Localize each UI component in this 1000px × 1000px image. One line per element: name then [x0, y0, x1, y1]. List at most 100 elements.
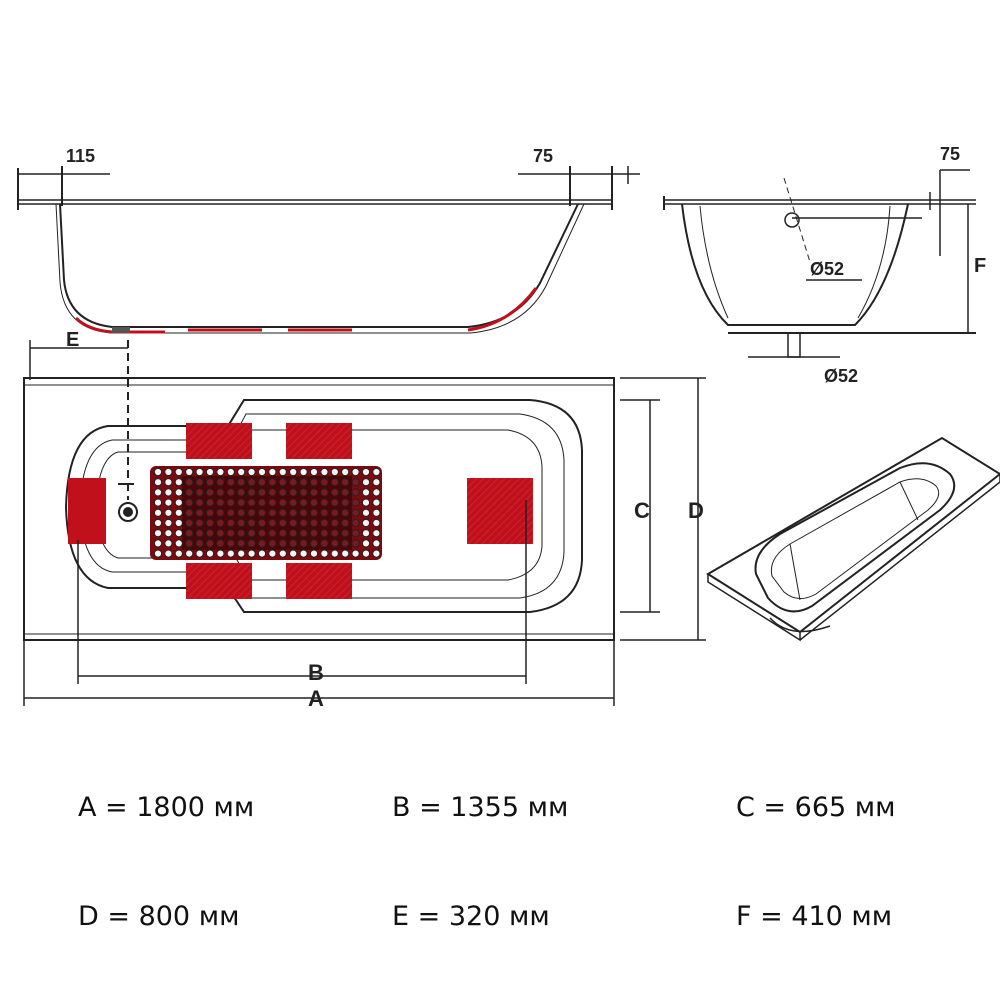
iso-side	[707, 474, 1000, 642]
mat-dot	[174, 498, 183, 507]
mat-dot	[174, 518, 183, 528]
mat-dot	[174, 467, 183, 477]
mat-dot	[351, 467, 360, 477]
mat-dot	[268, 498, 277, 507]
mat-dot	[226, 488, 235, 497]
dim-label-b: B	[308, 660, 324, 685]
dim-label-a: A	[308, 686, 324, 711]
mat-dot	[268, 467, 277, 477]
mat-dot	[320, 539, 329, 548]
mat-dot	[330, 549, 339, 558]
mat-dot	[185, 518, 194, 528]
mat-dot	[289, 478, 298, 487]
dim-label-115: 115	[66, 146, 95, 166]
mat-dot	[226, 539, 235, 548]
dim-label-drain: Ø52	[824, 366, 858, 386]
mat-dot	[153, 549, 163, 558]
mat-dot	[309, 488, 319, 497]
mat-dot	[205, 478, 215, 487]
mat-dot	[330, 539, 339, 548]
bathtub-technical-drawing: 115 75 E 75 Ø52 Ø52 F	[17, 144, 1000, 711]
dim-e	[29, 340, 129, 500]
mat-dot	[351, 488, 360, 497]
mat-dot	[320, 529, 329, 538]
mat-dot	[153, 498, 163, 507]
mat-dot	[278, 488, 287, 497]
mat-dot	[309, 539, 319, 548]
mat-dot	[237, 498, 246, 507]
mat-dot	[216, 478, 225, 487]
iso-rim	[706, 436, 1000, 634]
mat-dot	[205, 498, 215, 507]
mat-dot	[247, 529, 256, 538]
mat-dot	[257, 478, 267, 487]
overflow-circle	[784, 212, 800, 228]
iso-basin	[754, 462, 956, 613]
side-bottom-pad	[467, 287, 538, 332]
mat-dot	[237, 529, 246, 538]
mat-dot	[216, 488, 225, 497]
support-pad	[68, 478, 106, 544]
mat-dot	[320, 498, 329, 507]
drain-pipe	[787, 332, 801, 358]
mat-dot	[257, 467, 267, 477]
mat-dot	[216, 549, 225, 558]
mat-dot	[309, 508, 319, 517]
mat-dot	[257, 508, 267, 517]
mat-dot	[257, 488, 267, 497]
spec-f: F = 410 мм	[736, 901, 893, 932]
top-outer-rim	[23, 377, 615, 641]
mat-dot	[185, 488, 194, 497]
spec-d: D = 800 мм	[78, 901, 240, 932]
mat-dot	[309, 498, 319, 507]
mat-dot	[216, 467, 225, 477]
mat-dot	[341, 498, 350, 507]
mat-dot	[289, 529, 298, 538]
spec-a: A = 1800 мм	[78, 792, 255, 823]
mat-dot	[195, 488, 204, 497]
top-basin-outer	[64, 399, 583, 613]
mat-dot	[341, 539, 350, 548]
mat-dot	[185, 539, 194, 548]
mat-dot	[330, 478, 339, 487]
mat-dot	[153, 508, 163, 517]
mat-dot	[153, 467, 163, 477]
mat-dot	[205, 518, 215, 528]
mat-dot	[361, 488, 371, 497]
mat-dot	[185, 529, 194, 538]
mat-dot	[361, 478, 371, 487]
mat-dot	[289, 488, 298, 497]
dim-label-c: C	[634, 498, 650, 523]
mat-dot	[361, 529, 371, 538]
mat-dot	[205, 549, 215, 558]
mat-dot	[174, 529, 183, 538]
mat-dot	[320, 508, 329, 517]
mat-dot	[341, 488, 350, 497]
mat-dot	[268, 518, 277, 528]
mat-dot	[268, 549, 277, 558]
spec-c: C = 665 мм	[736, 792, 896, 823]
mat-dot	[351, 508, 360, 517]
mat-dot	[226, 549, 235, 558]
mat-dot	[361, 498, 371, 507]
dim-label-f: F	[974, 255, 986, 277]
mat-dot	[309, 518, 319, 528]
mat-dot	[341, 478, 350, 487]
mat-dot	[361, 508, 371, 517]
mat-dot	[299, 488, 308, 497]
mat-dot	[289, 549, 298, 558]
mat-dot	[299, 539, 308, 548]
mat-dot	[320, 478, 329, 487]
mat-dot	[205, 508, 215, 517]
side-bottom-pad	[74, 316, 165, 334]
mat-dot	[372, 549, 381, 558]
mat-dot	[330, 529, 339, 538]
dim-label-overflow: Ø52	[810, 259, 844, 279]
end-tub-inner	[699, 205, 891, 319]
mat-dot	[153, 488, 163, 497]
mat-dot	[247, 498, 256, 507]
mat-dot	[372, 518, 381, 528]
mat-dot	[268, 539, 277, 548]
mat-dot	[185, 549, 194, 558]
mat-dot	[237, 518, 246, 528]
